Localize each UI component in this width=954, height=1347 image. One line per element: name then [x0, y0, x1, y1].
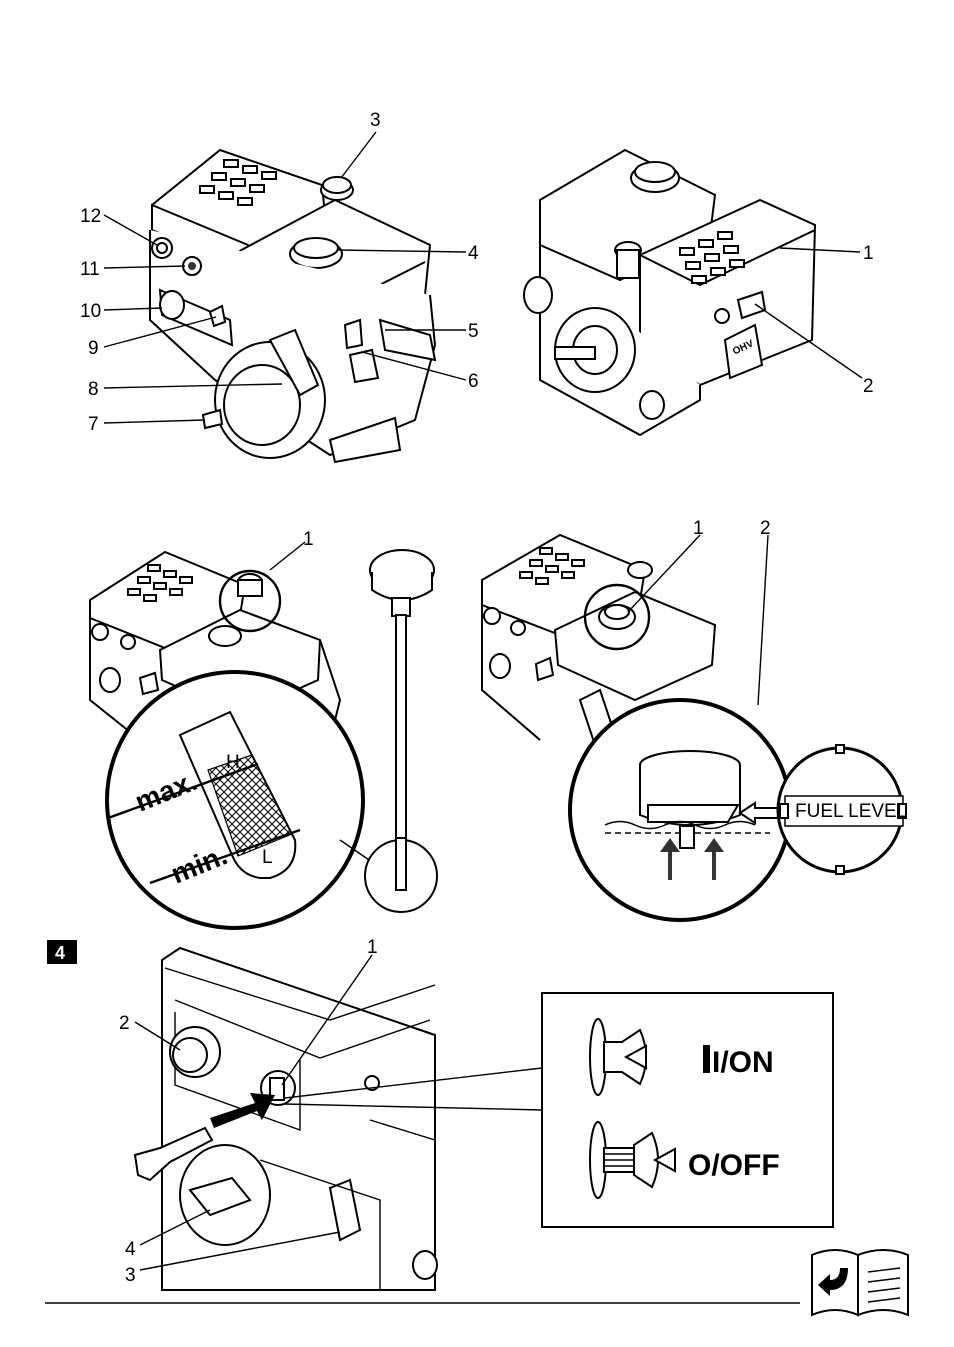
fuel-gauge-magnifier	[570, 700, 790, 920]
callout-5: 5	[468, 321, 479, 342]
callout-12: 12	[80, 206, 101, 227]
callout-8: 8	[88, 379, 99, 400]
oil-dipstick	[365, 550, 437, 912]
callout-2-bottom: 2	[119, 1013, 130, 1034]
book-return-icon[interactable]	[812, 1250, 908, 1315]
dipstick-h-mark: H	[226, 752, 240, 773]
section-number: 4	[55, 943, 65, 963]
callout-3-bottom: 3	[125, 1265, 136, 1286]
callout-line-oil-1	[270, 542, 305, 570]
callout-9: 9	[88, 338, 99, 359]
engine-front-view	[150, 150, 435, 462]
callout-7: 7	[88, 414, 99, 435]
dipstick-l-mark: L	[262, 847, 273, 868]
on-indicator-bar	[703, 1045, 710, 1073]
switch-position-box: I/ON O/OFF	[542, 993, 833, 1227]
callout-2-top-right: 2	[863, 376, 874, 397]
callout-1-oil: 1	[303, 529, 314, 550]
callout-10: 10	[80, 301, 101, 322]
callout-4: 4	[468, 243, 479, 264]
fuel-level-label: FUEL LEVEL	[795, 801, 907, 822]
callout-1-fuel: 1	[693, 518, 704, 539]
callout-6: 6	[468, 371, 479, 392]
callout-1-top-right: 1	[863, 243, 874, 264]
dipstick-magnifier: max. min. H L	[107, 672, 363, 928]
engine-rear-view: OHV	[524, 150, 815, 435]
switch-panel-closeup	[135, 948, 437, 1290]
switch-on-label: I/ON	[712, 1046, 774, 1079]
switch-off-label: O/OFF	[688, 1149, 780, 1182]
callout-3: 3	[370, 110, 381, 131]
fuel-level-gauge-window: FUEL LEVEL	[778, 745, 907, 874]
callout-4-bottom: 4	[125, 1239, 136, 1260]
callout-11: 11	[80, 259, 100, 280]
callout-2-fuel: 2	[760, 518, 771, 539]
callout-1-bottom: 1	[367, 937, 378, 958]
